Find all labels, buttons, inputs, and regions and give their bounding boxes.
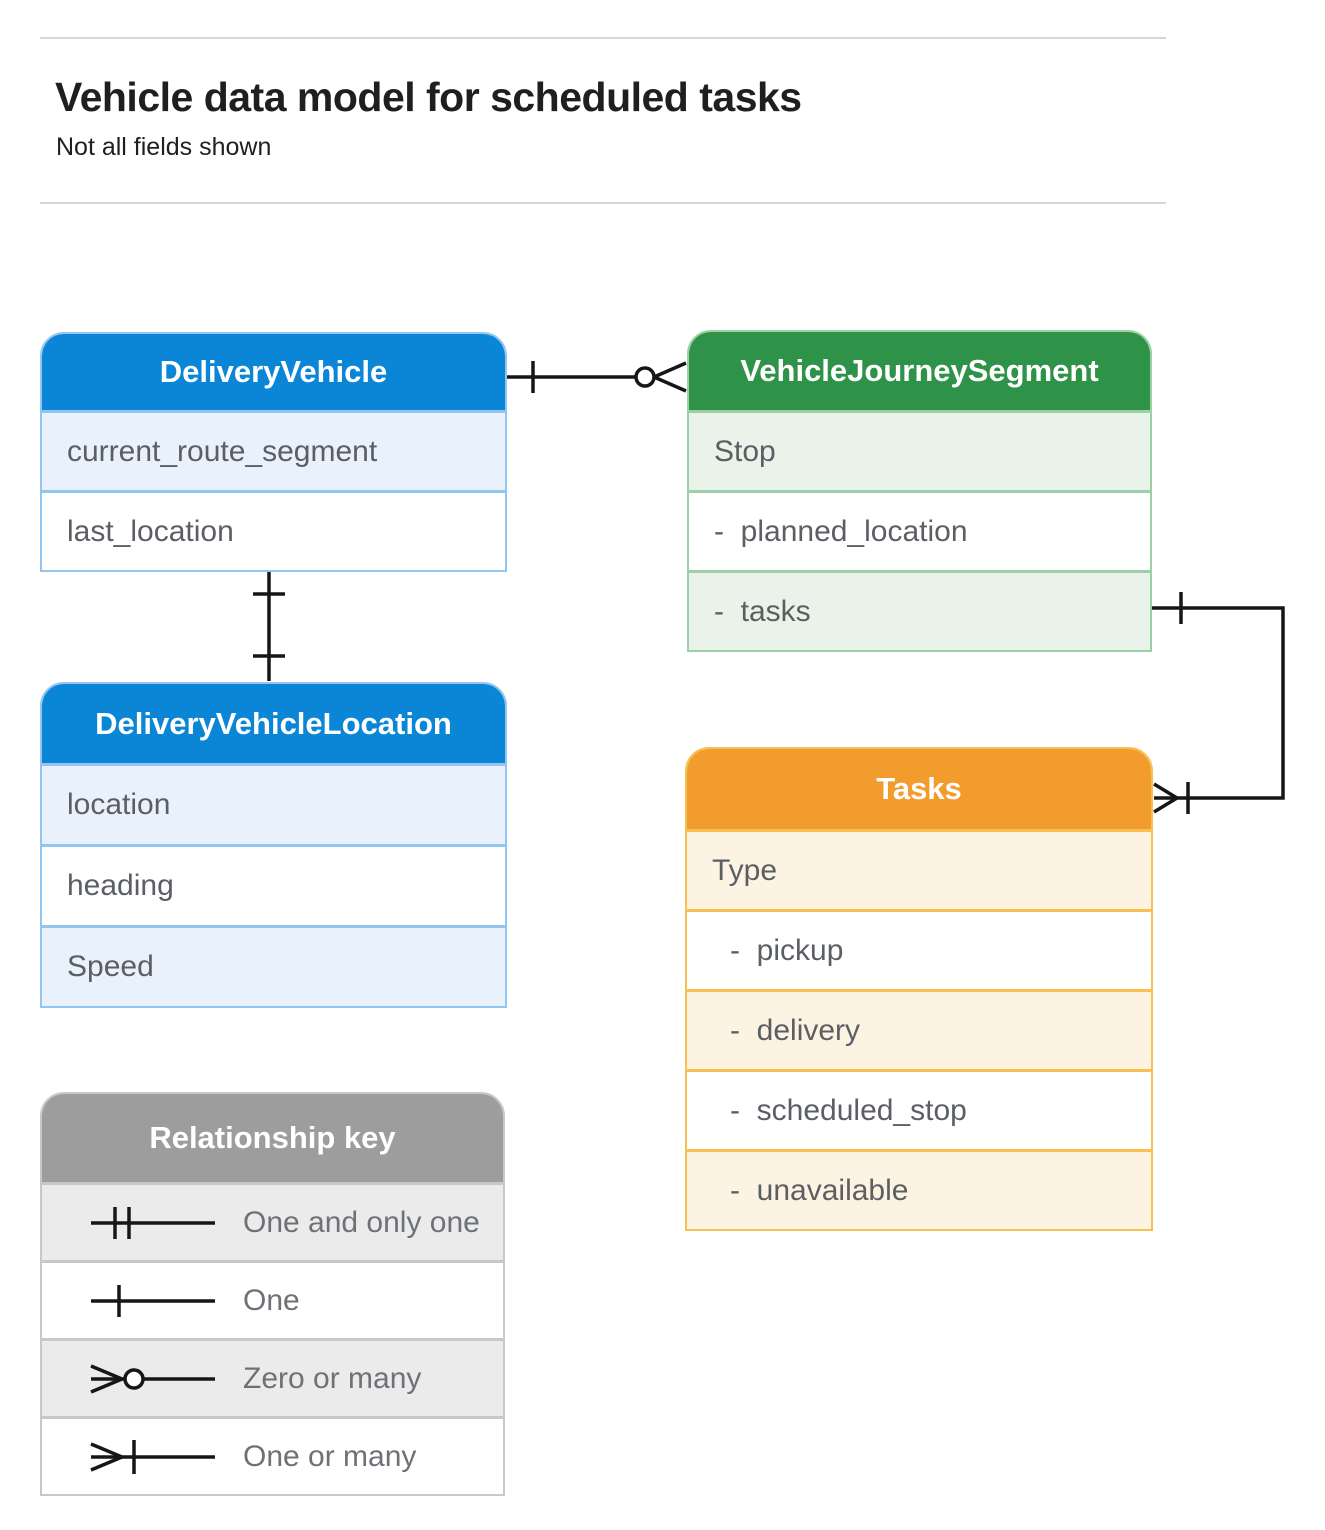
legend-relationship-key: Relationship key One and only one One Ze… [40,1092,505,1496]
divider-bottom [40,202,1166,204]
field-label: - pickup [730,933,844,967]
field-row: current_route_segment [42,410,505,490]
field-row: - tasks [689,570,1150,650]
legend-label: One or many [243,1439,417,1473]
entity-vehiclejourneysegment: VehicleJourneySegment Stop - planned_loc… [687,330,1152,652]
legend-label: One [243,1283,300,1317]
field-label: Type [712,853,778,887]
legend-header: Relationship key [42,1094,503,1182]
entity-title: VehicleJourneySegment [740,353,1099,388]
connector-deliveryvehicle-deliveryvehiclelocation [253,569,285,681]
page-subtitle: Not all fields shown [56,133,272,161]
field-row: Speed [42,925,505,1006]
field-row: heading [42,844,505,925]
page-title: Vehicle data model for scheduled tasks [55,74,802,120]
entity-tasks-header: Tasks [687,749,1151,829]
legend-item: Zero or many [42,1338,503,1416]
zero-or-many-icon [90,1363,215,1394]
entity-deliveryvehiclelocation: DeliveryVehicleLocation location heading… [40,682,507,1008]
entity-deliveryvehiclelocation-header: DeliveryVehicleLocation [42,684,505,763]
legend-label: Zero or many [243,1361,422,1395]
field-label: - tasks [714,594,811,628]
field-label: - planned_location [714,514,968,548]
field-label: - scheduled_stop [730,1093,967,1127]
legend-label: One and only one [243,1205,480,1239]
legend-item: One or many [42,1416,503,1494]
entity-vehiclejourneysegment-header: VehicleJourneySegment [689,332,1150,410]
legend-title: Relationship key [149,1120,396,1155]
field-row: - unavailable [687,1149,1151,1229]
one-and-only-one-icon [91,1206,215,1239]
zero-circle-icon [634,366,656,388]
one-icon [91,1284,215,1317]
field-row: Stop [689,410,1150,490]
crow-foot-icon [1153,782,1178,800]
legend-item: One and only one [42,1182,503,1260]
field-label: current_route_segment [67,434,378,468]
field-label: Speed [67,950,154,983]
divider-top [40,37,1166,39]
crow-foot-icon [653,361,687,379]
field-label: Stop [714,434,776,468]
field-row: - delivery [687,989,1151,1069]
field-label: - delivery [730,1013,861,1047]
field-label: - unavailable [730,1173,909,1207]
one-or-many-icon [90,1439,215,1474]
field-row: Type [687,829,1151,909]
field-row: last_location [42,490,505,570]
field-label: heading [67,869,174,902]
entity-tasks: Tasks Type - pickup - delivery - schedul… [685,747,1153,1231]
entity-deliveryvehicle: DeliveryVehicle current_route_segment la… [40,332,507,572]
entity-deliveryvehicle-header: DeliveryVehicle [42,334,505,410]
entity-title: DeliveryVehicleLocation [95,705,452,741]
field-row: - scheduled_stop [687,1069,1151,1149]
legend-item: One [42,1260,503,1338]
connector-deliveryvehicle-vehiclejourneysegment [507,361,687,393]
field-label: last_location [67,514,234,548]
entity-title: Tasks [876,771,962,806]
field-row: - planned_location [689,490,1150,570]
field-label: location [67,788,171,821]
entity-title: DeliveryVehicle [159,354,388,389]
field-row: - pickup [687,909,1151,989]
field-row: location [42,763,505,844]
connector-vehiclejourneysegment-tasks [1152,592,1285,814]
